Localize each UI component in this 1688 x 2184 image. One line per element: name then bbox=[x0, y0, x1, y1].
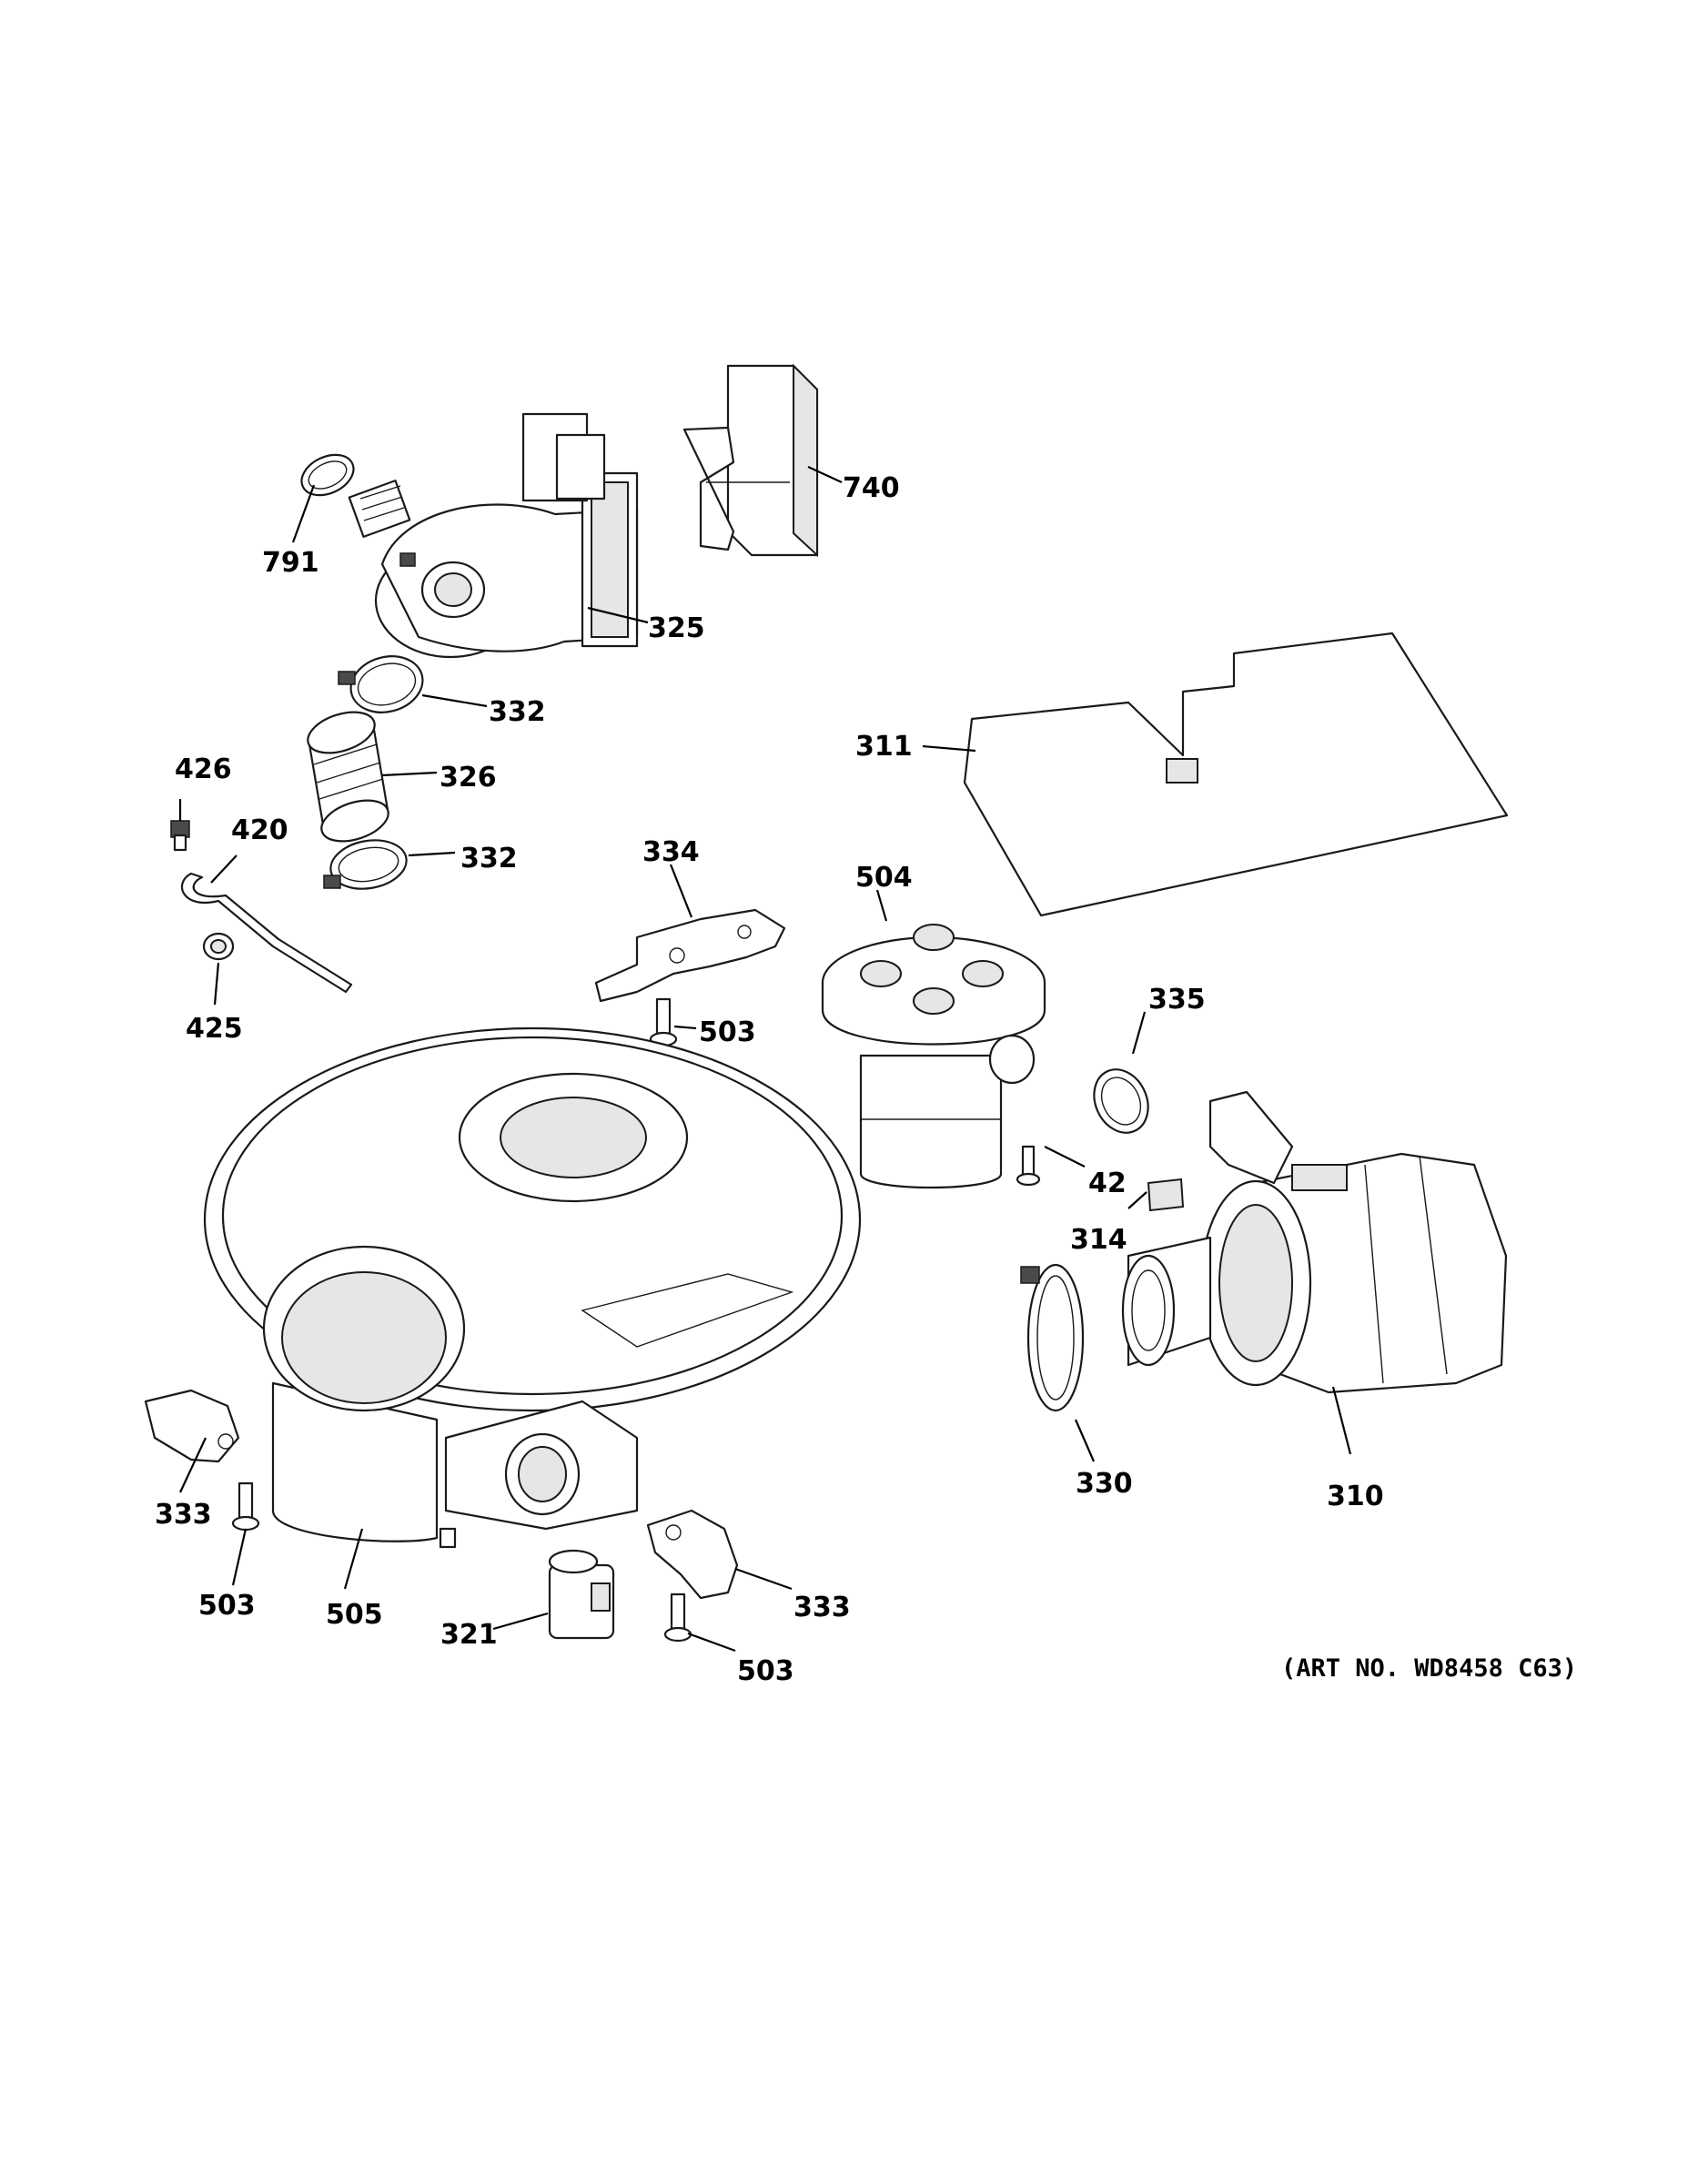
part-503-screw-a bbox=[649, 997, 678, 1047]
part-334-bracket bbox=[594, 908, 786, 1003]
part-425-grommet bbox=[202, 932, 235, 961]
part-420-rod bbox=[181, 872, 353, 994]
part-330-clamp bbox=[1020, 1263, 1085, 1412]
part-504-diverter bbox=[821, 924, 1046, 1189]
callout-504: 504 bbox=[855, 862, 913, 894]
callout-791: 791 bbox=[262, 547, 319, 579]
part-333-bracket-a bbox=[144, 1389, 240, 1463]
callout-334: 334 bbox=[642, 836, 700, 868]
part-740-cover bbox=[682, 363, 819, 558]
callout-503-left: 503 bbox=[198, 1590, 256, 1622]
callout-333-right: 333 bbox=[793, 1592, 851, 1623]
callout-labels: 791 740 325 332 326 426 420 332 311 334 … bbox=[155, 472, 1384, 1687]
callout-333-left: 333 bbox=[155, 1499, 212, 1531]
callout-42: 42 bbox=[1088, 1168, 1127, 1199]
callout-332-upper: 332 bbox=[489, 696, 546, 728]
part-332-lower-clamp bbox=[323, 839, 408, 890]
callout-505: 505 bbox=[326, 1599, 383, 1631]
part-503-screw-c bbox=[663, 1592, 692, 1643]
part-326-hose bbox=[307, 711, 389, 843]
callout-326: 326 bbox=[440, 762, 497, 794]
part-321-sensor bbox=[548, 1549, 615, 1640]
part-310-pump bbox=[1121, 1090, 1508, 1394]
callout-311: 311 bbox=[855, 731, 913, 763]
part-503-screw-b bbox=[231, 1481, 260, 1532]
callout-310: 310 bbox=[1327, 1481, 1384, 1512]
callout-503-bottom: 503 bbox=[737, 1655, 794, 1687]
callout-420: 420 bbox=[231, 814, 288, 846]
art-number: (ART NO. WD8458 C63) bbox=[1281, 1654, 1577, 1683]
callout-425: 425 bbox=[186, 1013, 243, 1045]
part-335-clamp bbox=[1093, 1068, 1149, 1134]
callout-335: 335 bbox=[1148, 984, 1206, 1016]
part-333-bracket-b bbox=[646, 1509, 739, 1600]
callout-740: 740 bbox=[843, 472, 900, 504]
callout-330: 330 bbox=[1076, 1468, 1133, 1500]
part-426-screw bbox=[170, 820, 190, 852]
callout-332-lower: 332 bbox=[460, 843, 518, 875]
part-311-sheet bbox=[963, 632, 1509, 917]
part-791-clamp bbox=[300, 453, 355, 497]
callout-503-top: 503 bbox=[699, 1016, 756, 1048]
callout-314: 314 bbox=[1070, 1224, 1127, 1256]
part-505-sump bbox=[203, 1026, 862, 1549]
part-314-pad bbox=[1147, 1178, 1185, 1212]
part-325-pump-heater bbox=[348, 412, 639, 659]
callout-321: 321 bbox=[440, 1619, 498, 1651]
callout-325: 325 bbox=[648, 612, 705, 644]
callout-426: 426 bbox=[175, 753, 232, 785]
part-332-upper-clamp bbox=[338, 655, 424, 713]
part-42-screw bbox=[1016, 1145, 1041, 1187]
leader-lines bbox=[178, 466, 1352, 1653]
